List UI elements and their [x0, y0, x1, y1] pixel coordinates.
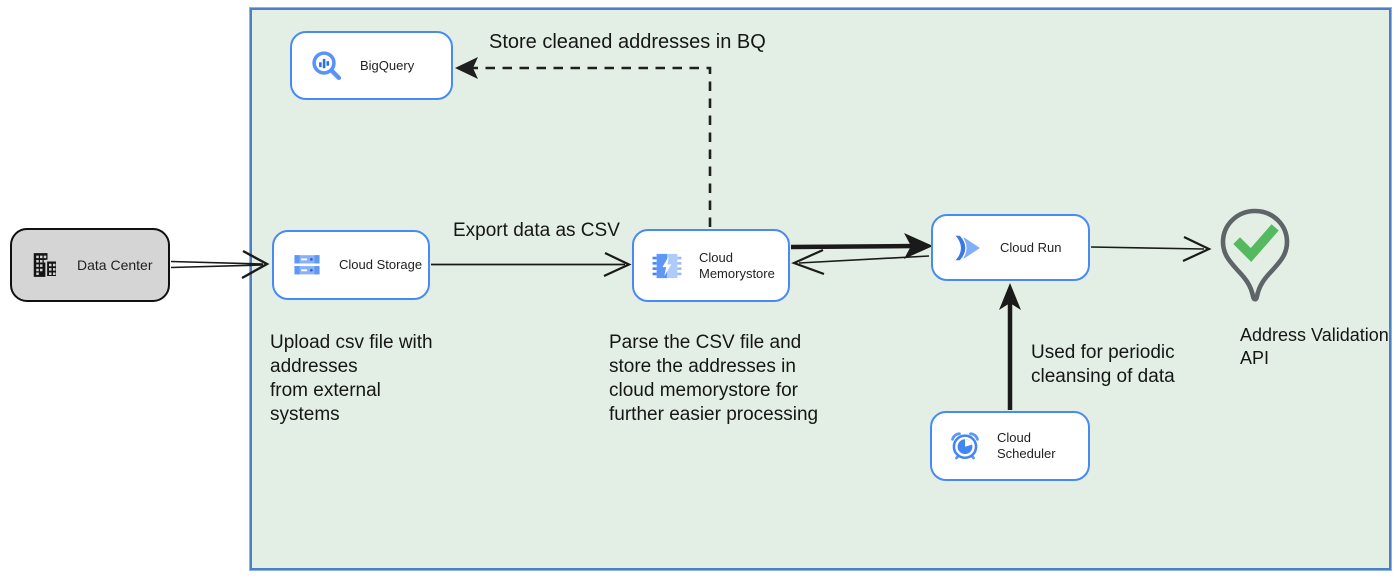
annotation-periodic-cleansing: Used for periodic cleansing of data [1031, 342, 1175, 387]
node-cloud-run[interactable]: Cloud Run [931, 214, 1090, 281]
cloud-storage-icon [294, 255, 320, 275]
address-validation-label: Address Validation API [1240, 325, 1389, 368]
bigquery-label: BigQuery [360, 57, 415, 73]
annotation-upload-csv: Upload csv file with addresses from exte… [270, 332, 433, 425]
node-bigquery[interactable]: BigQuery [290, 31, 453, 100]
address-validation-pin[interactable] [1218, 207, 1292, 309]
data-center-label: Data Center [77, 257, 153, 273]
cloud-scheduler-label: Cloud Scheduler [997, 430, 1056, 461]
memorystore-label: Cloud Memorystore [699, 249, 775, 281]
map-pin-icon [1220, 208, 1290, 302]
bigquery-icon [312, 51, 342, 81]
system-boundary[interactable] [250, 8, 1391, 570]
cloud-storage-label: Cloud Storage [339, 257, 423, 272]
node-data-center[interactable]: Data Center [10, 228, 170, 302]
data-center-icon [33, 253, 58, 278]
annotation-parse-csv: Parse the CSV file and store the address… [609, 332, 819, 425]
node-cloud-memorystore[interactable]: Cloud Memorystore [632, 229, 790, 302]
cloud-scheduler-icon [951, 432, 979, 460]
annotation-export-csv: Export data as CSV [453, 220, 620, 241]
node-cloud-scheduler[interactable]: Cloud Scheduler [930, 411, 1090, 481]
memorystore-icon [652, 253, 682, 278]
node-cloud-storage[interactable]: Cloud Storage [272, 230, 430, 300]
annotation-store-cleaned: Store cleaned addresses in BQ [489, 31, 766, 53]
check-icon [1233, 224, 1279, 262]
cloud-run-label: Cloud Run [1000, 239, 1062, 255]
cloud-run-icon [952, 233, 980, 262]
